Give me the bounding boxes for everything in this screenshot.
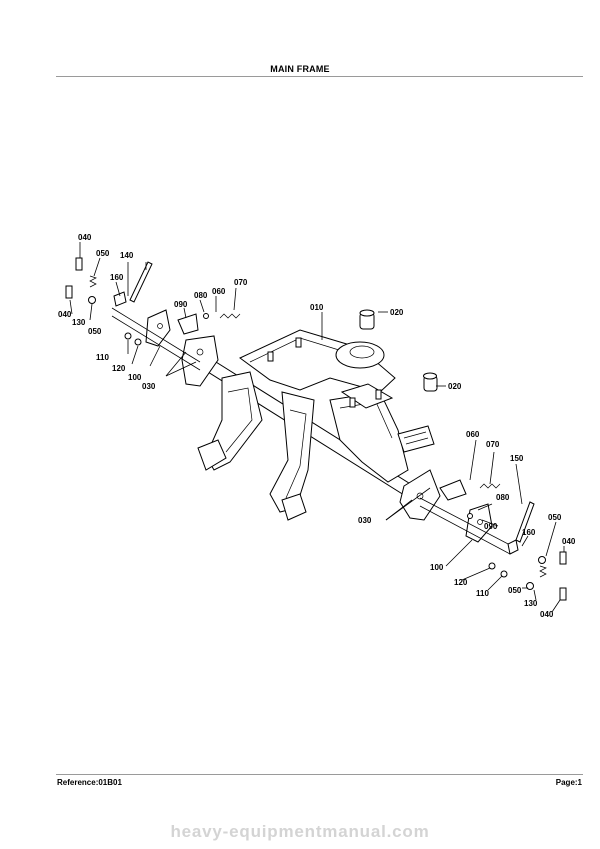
callout-060: 060 xyxy=(212,287,226,296)
right-pedal-assembly xyxy=(399,469,567,601)
page-number: Page:1 xyxy=(555,778,582,787)
callout-080: 080 xyxy=(496,493,510,502)
callout-100: 100 xyxy=(430,563,444,572)
callout-070: 070 xyxy=(234,278,248,287)
callout-040: 040 xyxy=(78,233,92,242)
callout-150: 150 xyxy=(510,454,524,463)
callout-040: 040 xyxy=(562,537,576,546)
callout-060: 060 xyxy=(466,430,480,439)
callout-050: 050 xyxy=(96,249,110,258)
footer-divider xyxy=(56,774,583,775)
reference-label: Reference:01B01 xyxy=(57,778,122,787)
header-divider xyxy=(56,76,583,77)
callout-120: 120 xyxy=(112,364,126,373)
callout-040: 040 xyxy=(58,310,72,319)
callout-050: 050 xyxy=(88,327,102,336)
callout-labels: 010 020 020 040 050 140 160 040 130 050 … xyxy=(58,233,576,619)
callout-130: 130 xyxy=(72,318,86,327)
callout-030: 030 xyxy=(142,382,156,391)
callout-090: 090 xyxy=(484,522,498,531)
callout-080: 080 xyxy=(194,291,208,300)
callout-050: 050 xyxy=(508,586,522,595)
main-frame-part xyxy=(191,309,438,521)
callout-010: 010 xyxy=(310,303,324,312)
callout-040: 040 xyxy=(540,610,554,619)
callout-090: 090 xyxy=(174,300,188,309)
callout-140: 140 xyxy=(120,251,134,260)
leader-lines xyxy=(69,242,565,613)
callout-120: 120 xyxy=(454,578,468,587)
callout-110: 110 xyxy=(476,589,489,598)
page-title: MAIN FRAME xyxy=(270,64,330,74)
watermark-text: heavy-equipmentmanual.com xyxy=(170,822,430,841)
callout-070: 070 xyxy=(486,440,500,449)
callout-130: 130 xyxy=(524,599,538,608)
callout-160: 160 xyxy=(110,273,124,282)
callout-110: 110 xyxy=(96,353,109,362)
callout-020: 020 xyxy=(390,308,404,317)
callout-100: 100 xyxy=(128,373,142,382)
callout-050: 050 xyxy=(548,513,562,522)
callout-020: 020 xyxy=(448,382,462,391)
callout-160: 160 xyxy=(522,528,536,537)
left-pedal-assembly xyxy=(65,257,241,387)
callout-030: 030 xyxy=(358,516,372,525)
